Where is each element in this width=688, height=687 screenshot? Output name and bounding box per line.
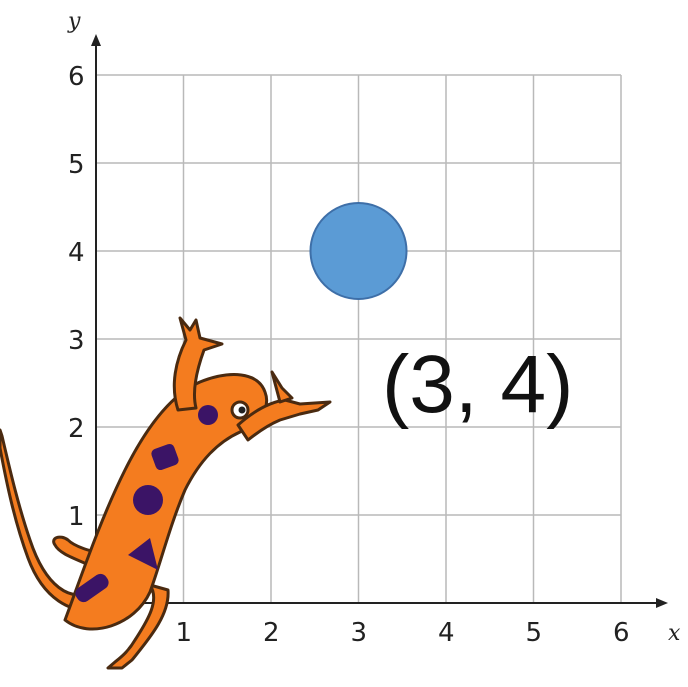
data-point xyxy=(309,202,408,300)
x-axis-arrow-icon xyxy=(656,598,668,608)
y-tick-label: 1 xyxy=(68,502,85,532)
x-tick-label: 1 xyxy=(176,618,193,648)
x-tick-label: 3 xyxy=(351,618,368,648)
y-axis-arrow-icon xyxy=(91,34,101,46)
y-tick-label: 6 xyxy=(68,62,85,92)
salamander-front-right-arm xyxy=(236,398,332,442)
x-tick-label: 4 xyxy=(438,618,455,648)
y-tick-label: 3 xyxy=(68,326,85,356)
salamander-back-right-leg xyxy=(106,583,170,670)
grid-lines xyxy=(96,74,622,603)
salamander-hand xyxy=(270,370,294,404)
salamander-illustration xyxy=(0,316,332,670)
salamander-front-left-arm xyxy=(172,316,224,412)
data-points xyxy=(309,202,408,300)
salamander-spot xyxy=(198,405,218,425)
y-tick-label: 4 xyxy=(68,238,85,268)
point-coordinate-label: (3, 4) xyxy=(382,339,573,430)
x-tick-label: 5 xyxy=(526,618,543,648)
y-tick-label: 2 xyxy=(68,414,85,444)
x-tick-label: 2 xyxy=(263,618,280,648)
x-tick-labels: 1 2 3 4 5 6 xyxy=(176,618,630,648)
salamander-spot xyxy=(133,485,163,515)
axes xyxy=(91,34,668,608)
y-axis-label: y xyxy=(67,9,81,34)
salamander-spot xyxy=(75,573,109,603)
x-axis-label: x xyxy=(668,621,681,646)
x-tick-label: 6 xyxy=(613,618,630,648)
y-tick-labels: 1 2 3 4 5 6 xyxy=(68,62,85,532)
salamander-pupil xyxy=(238,406,246,414)
salamander-spot xyxy=(128,538,158,570)
y-tick-label: 5 xyxy=(68,150,85,180)
salamander-spot xyxy=(151,443,179,471)
